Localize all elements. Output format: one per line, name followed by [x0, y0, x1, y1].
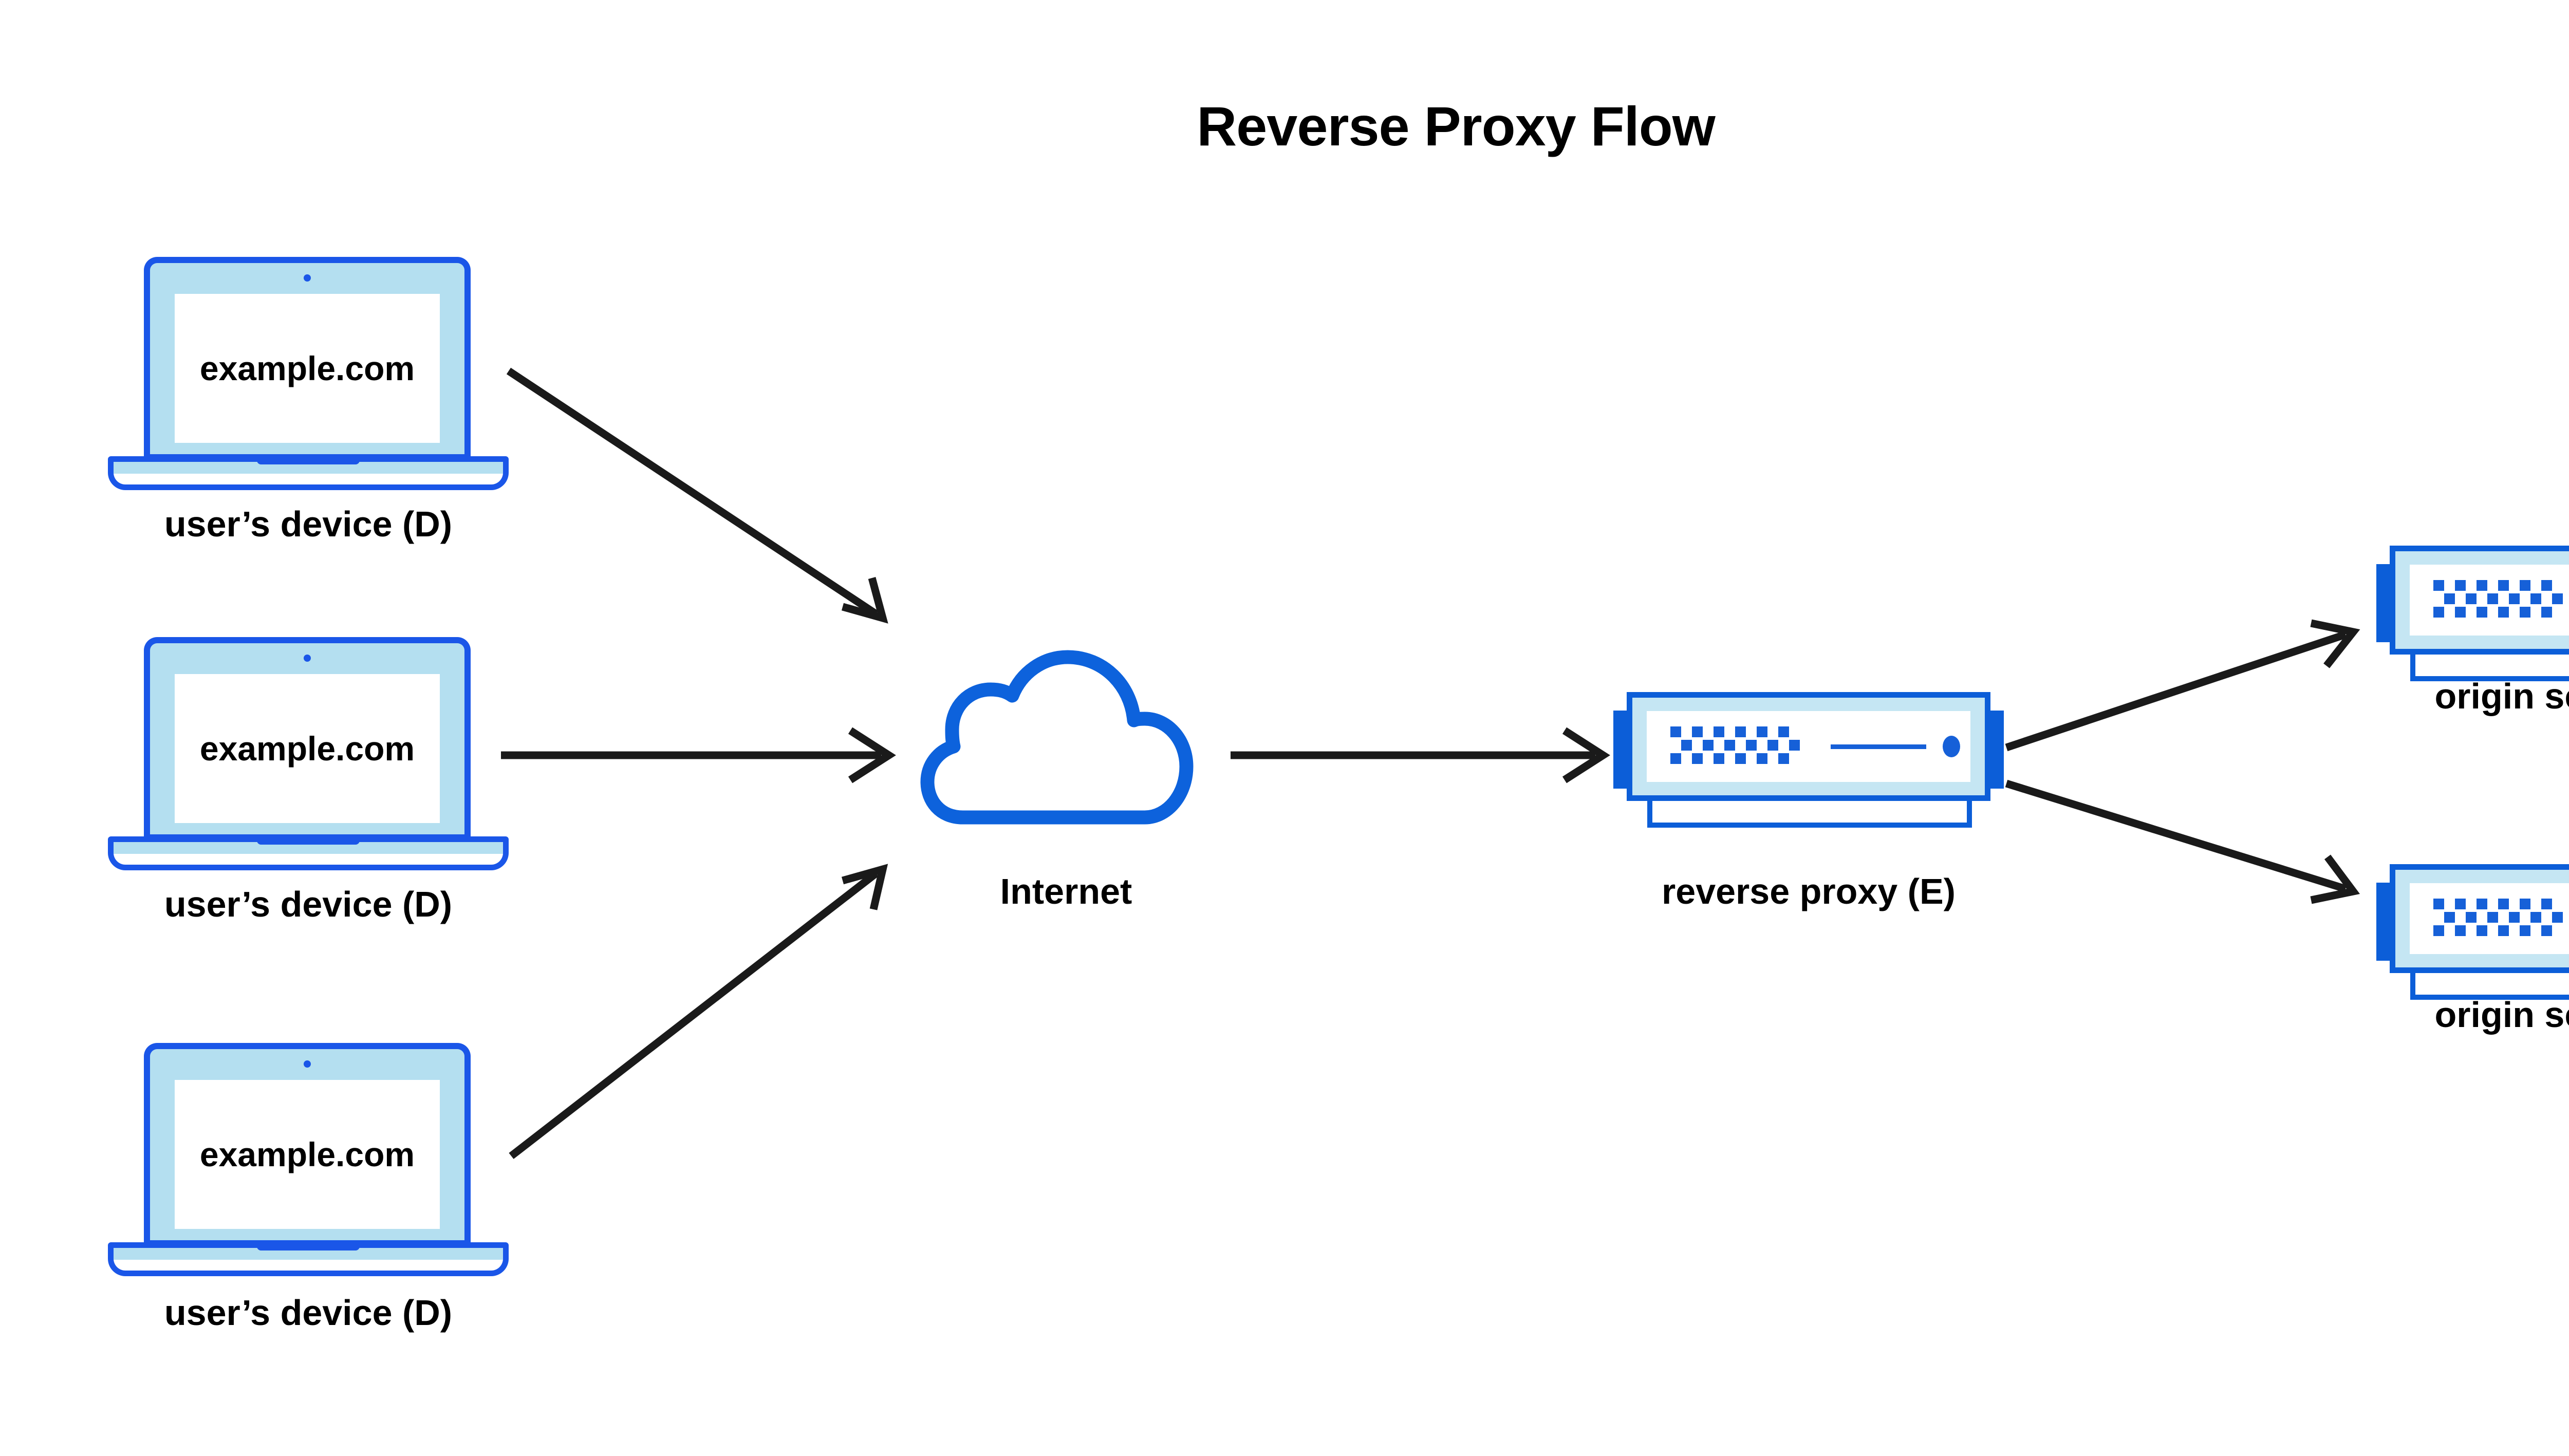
server-status-bar [1831, 744, 1926, 749]
edge-proxy-to-origin-bottom [2005, 779, 2360, 904]
server-port-grid [2433, 899, 2569, 939]
origin-top-node[interactable] [2376, 534, 2569, 683]
laptop-screen: example.com [175, 674, 440, 823]
server-panel [1647, 711, 1970, 782]
server-body [2390, 864, 2569, 973]
cloud-icon [920, 650, 1194, 825]
camera-icon [304, 655, 311, 662]
edge-device-middle-to-internet [501, 727, 896, 783]
device-bottom[interactable]: example.com [108, 1043, 509, 1290]
internet-label: Internet [1000, 871, 1132, 911]
screen-url-text: example.com [199, 349, 415, 387]
reverse-proxy-node[interactable] [1613, 681, 2004, 830]
edge-device-bottom-to-internet [509, 864, 888, 1159]
device-bottom-label: user’s device (D) [164, 1293, 453, 1333]
server-panel [2410, 565, 2569, 636]
camera-icon [304, 1060, 311, 1068]
camera-icon [304, 274, 311, 282]
laptop-lid: example.com [144, 257, 471, 460]
laptop-lid: example.com [144, 637, 471, 841]
server-shelf [1647, 800, 1972, 828]
server-port-grid [1670, 726, 1811, 767]
origin-bottom-node[interactable] [2376, 853, 2569, 1002]
laptop-screen: example.com [175, 1080, 440, 1229]
edge-internet-to-reverse-proxy [1231, 727, 1610, 783]
server-port-grid [2433, 580, 2569, 620]
page-title: Reverse Proxy Flow [1197, 95, 1715, 157]
server-led-icon [1943, 736, 1960, 757]
laptop-notch [257, 457, 360, 464]
origin-bottom-label: origin server (F) [2434, 995, 2569, 1035]
internet-node[interactable] [920, 645, 1213, 832]
server-body [2390, 546, 2569, 655]
device-middle[interactable]: example.com [108, 637, 509, 884]
laptop-screen: example.com [175, 294, 440, 443]
device-middle-label: user’s device (D) [164, 884, 453, 924]
server-shelf [2410, 654, 2569, 681]
screen-url-text: example.com [199, 730, 415, 768]
device-top[interactable]: example.com [108, 257, 509, 503]
laptop-notch [257, 837, 360, 845]
laptop-lid: example.com [144, 1043, 471, 1246]
screen-url-text: example.com [199, 1135, 415, 1173]
edge-proxy-to-origin-top [2005, 619, 2360, 752]
server-panel [2410, 883, 2569, 954]
reverse-proxy-label: reverse proxy (E) [1662, 871, 1956, 911]
server-body [1627, 692, 1990, 801]
origin-top-label: origin server (F) [2434, 676, 2569, 716]
edge-device-top-to-internet [506, 367, 888, 624]
laptop-notch [257, 1243, 360, 1250]
device-top-label: user’s device (D) [164, 504, 453, 544]
server-shelf [2410, 972, 2569, 1000]
